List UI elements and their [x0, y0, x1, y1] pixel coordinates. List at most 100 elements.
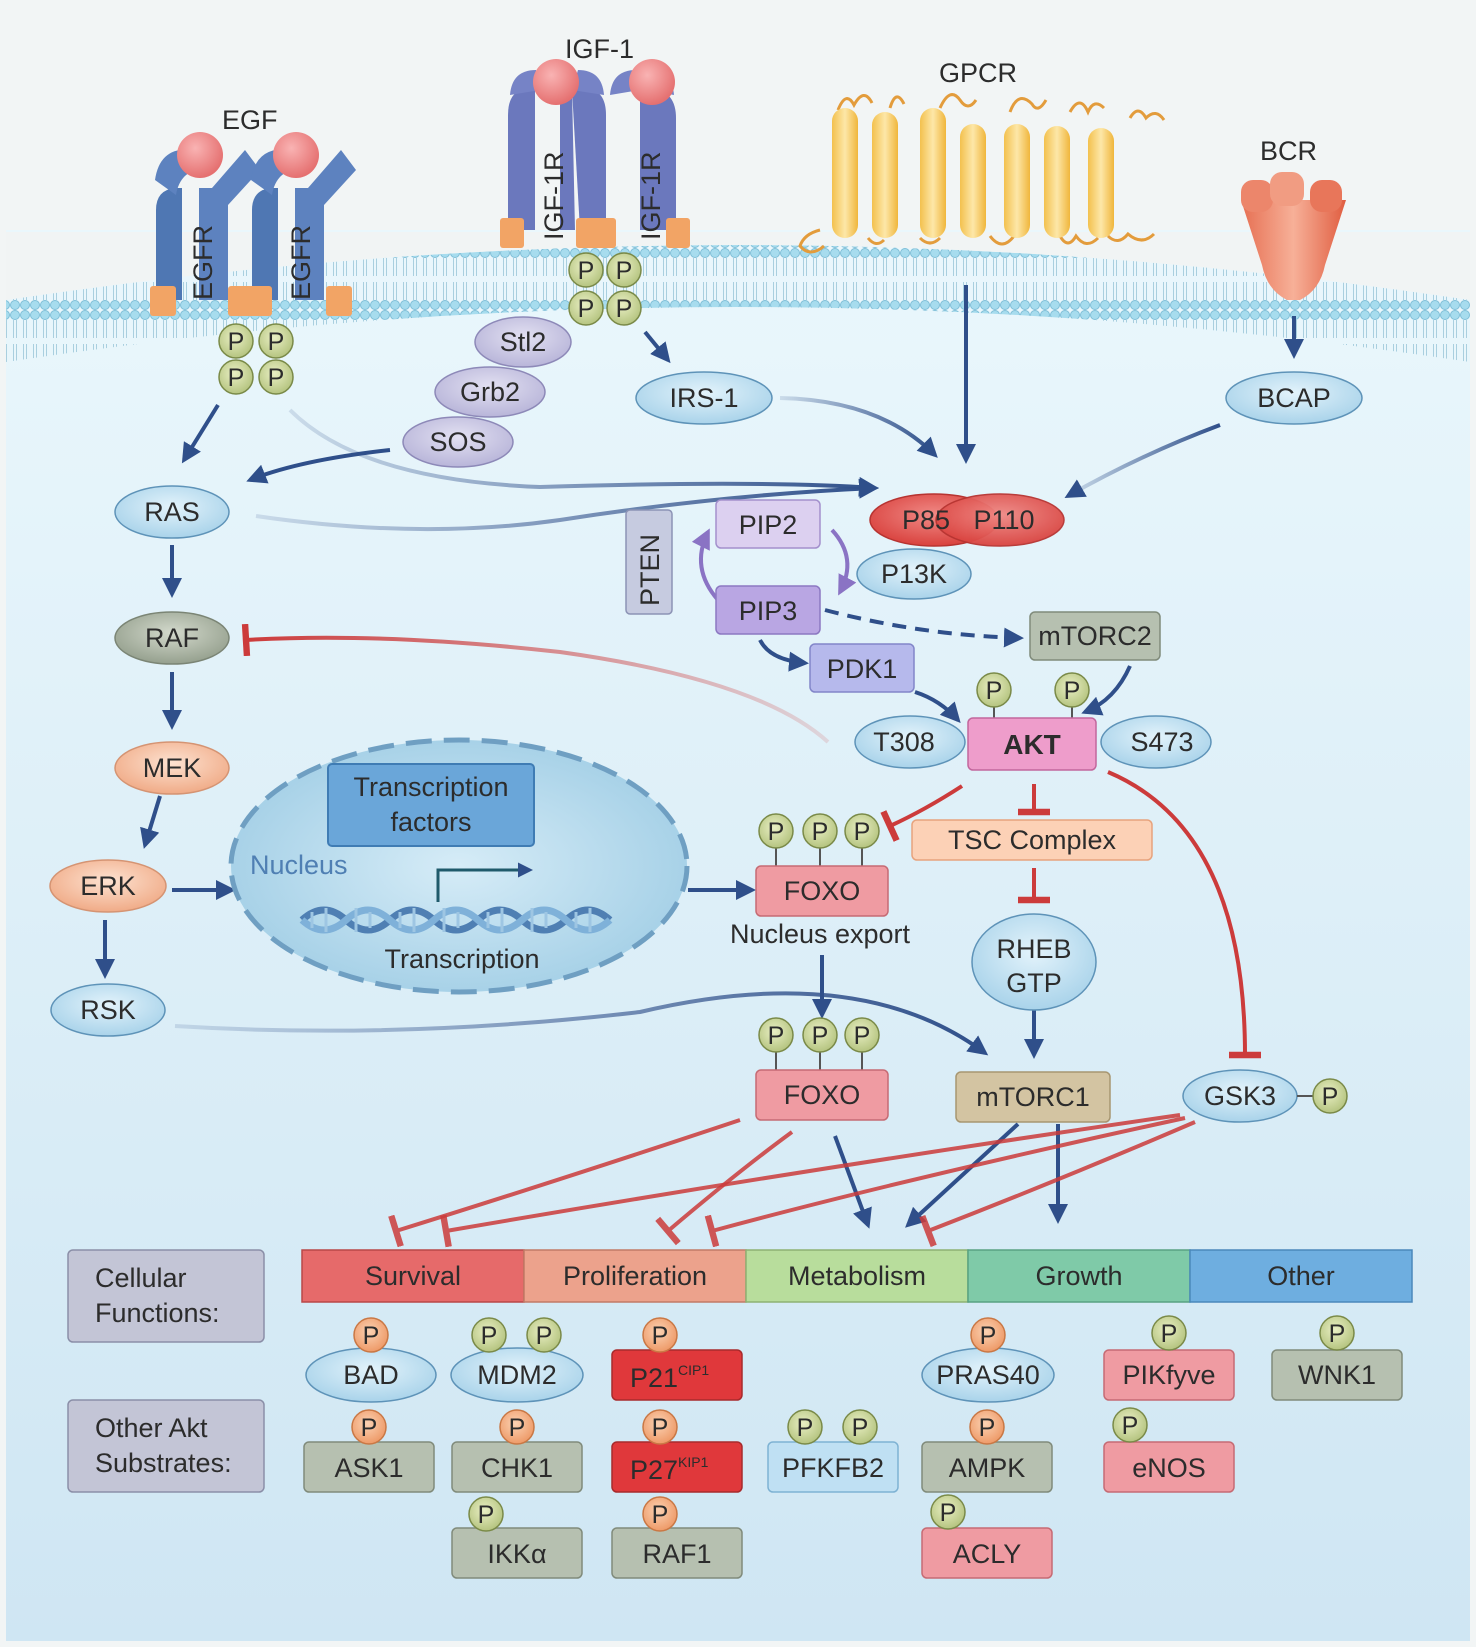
mdm2-label: MDM2 — [477, 1360, 557, 1390]
rsk-label: RSK — [80, 995, 136, 1025]
egfr-label: EGFR — [188, 225, 218, 300]
egfr-dimer: EGFR EGFR EGF — [150, 105, 356, 316]
foxo-label: FOXO — [784, 1080, 861, 1110]
pfkfb2-label: PFKFB2 — [782, 1453, 884, 1483]
p-label: P — [652, 1501, 669, 1529]
rheb-line2-label: GTP — [1006, 968, 1062, 998]
acly-label: ACLY — [953, 1539, 1022, 1569]
cellular-functions-bar: Survival Proliferation Metabolism Growth… — [301, 1249, 1413, 1303]
bcr: BCR — [1241, 136, 1346, 300]
mtorc1-label: mTORC1 — [976, 1082, 1090, 1112]
substrate-enos: P eNOS — [1103, 1407, 1235, 1493]
node-p85-p110: P85 P110 — [869, 493, 1065, 547]
mtorc2-label: mTORC2 — [1038, 621, 1152, 651]
enos-label: eNOS — [1132, 1453, 1206, 1483]
igf1r-phospho: P P P P — [568, 252, 642, 326]
bcap-label: BCAP — [1257, 383, 1331, 413]
substrate-pikfyve: P PIKfyve — [1103, 1315, 1235, 1401]
label-line1-label: Cellular — [95, 1263, 187, 1293]
substrate-chk1: P CHK1 — [451, 1409, 583, 1493]
node-bcap: BCAP — [1225, 371, 1363, 425]
label-label: P21CIP1 — [630, 1362, 709, 1393]
p-label: P — [852, 1414, 869, 1442]
node-erk: ERK — [49, 859, 167, 913]
substrate-pras40: P PRAS40 — [921, 1317, 1055, 1403]
p-label: P — [578, 295, 595, 323]
sos-label: SOS — [429, 427, 486, 457]
p-label: P — [854, 818, 871, 846]
egf-ligand — [273, 132, 319, 178]
tf-line1-label: Transcription — [353, 772, 508, 802]
node-sos: SOS — [402, 416, 514, 468]
igf1r-label: IGF-1R — [636, 151, 666, 240]
egf-label: EGF — [222, 105, 278, 135]
p-label: P — [228, 328, 245, 356]
node-gsk3: GSK3 P — [1182, 1069, 1348, 1123]
node-tsc-complex: TSC Complex — [911, 819, 1153, 861]
p-label: P — [979, 1414, 996, 1442]
tsc-label: TSC Complex — [948, 825, 1117, 855]
transcription-label: Transcription — [384, 944, 539, 974]
cellular-functions-label: Cellular Functions: — [67, 1249, 265, 1343]
function-metabolism — [745, 1249, 969, 1303]
p-label: P — [616, 295, 633, 323]
ampk-label: AMPK — [949, 1453, 1026, 1483]
node-pi3k: P13K — [856, 548, 972, 600]
node-rheb-gtp: RHEB GTP — [971, 913, 1097, 1011]
pdk1-label: PDK1 — [827, 654, 898, 684]
p-label: P — [1064, 677, 1081, 705]
igf1r-label: IGF-1R — [539, 151, 569, 240]
substrate-p21: P P21CIP1 — [611, 1317, 743, 1401]
foxo-label: FOXO — [784, 876, 861, 906]
label-line1-label: Other Akt — [95, 1413, 208, 1443]
transcription-factors-box — [327, 763, 535, 847]
node-irs1: IRS-1 — [635, 371, 773, 425]
substrate-wnk1: P WNK1 — [1271, 1315, 1403, 1401]
akt-label: AKT — [1003, 729, 1061, 760]
label-label: P27KIP1 — [630, 1454, 709, 1485]
substrate-p27: P P27KIP1 — [611, 1409, 743, 1493]
gsk3-label: GSK3 — [1204, 1081, 1276, 1111]
p-label: P — [1161, 1320, 1178, 1348]
ras-label: RAS — [144, 497, 200, 527]
node-ras: RAS — [114, 485, 230, 539]
p-label: P — [616, 257, 633, 285]
stl2-label: Stl2 — [500, 327, 547, 357]
rheb-line1-label: RHEB — [996, 934, 1071, 964]
mek-label: MEK — [143, 753, 202, 783]
p-label: P — [797, 1414, 814, 1442]
substrate-raf1: P RAF1 — [611, 1496, 743, 1579]
p-label: P — [509, 1414, 526, 1442]
igf1-label: IGF-1 — [565, 34, 634, 64]
bcr-label: BCR — [1260, 136, 1317, 166]
p-label: P — [980, 1322, 997, 1350]
node-akt: AKT T308 S473 P P — [854, 672, 1212, 771]
pten-label: PTEN — [635, 534, 665, 606]
p-label: P — [536, 1322, 553, 1350]
p-label: P — [652, 1414, 669, 1442]
label-line2-label: Substrates: — [95, 1448, 232, 1478]
p85-label: P85 — [902, 505, 950, 535]
chk1-label: CHK1 — [481, 1453, 553, 1483]
substrate-mdm2: P P MDM2 — [450, 1317, 584, 1403]
irs1-label: IRS-1 — [669, 383, 738, 413]
igf1r-dimer: IGF-1R IGF-1R IGF-1 — [500, 34, 690, 248]
label-line2-label: Functions: — [95, 1298, 220, 1328]
egf-ligand — [177, 132, 223, 178]
p-label: P — [481, 1322, 498, 1350]
ask1-label: ASK1 — [334, 1453, 403, 1483]
node-pten: PTEN — [625, 509, 673, 615]
s473-label: S473 — [1130, 727, 1193, 757]
0-label: Survival — [365, 1261, 461, 1291]
igf1-ligand — [629, 59, 675, 105]
t308-label: T308 — [873, 727, 935, 757]
p-label: P — [652, 1322, 669, 1350]
p-label: P — [940, 1499, 957, 1527]
function-other — [1189, 1249, 1413, 1303]
p-label: P — [812, 818, 829, 846]
p-label: P — [268, 328, 285, 356]
nucleus-label: Nucleus — [250, 850, 348, 880]
node-foxo-lower: P P P FOXO — [755, 1017, 889, 1121]
substrate-pfkfb2: P P PFKFB2 — [767, 1409, 899, 1493]
